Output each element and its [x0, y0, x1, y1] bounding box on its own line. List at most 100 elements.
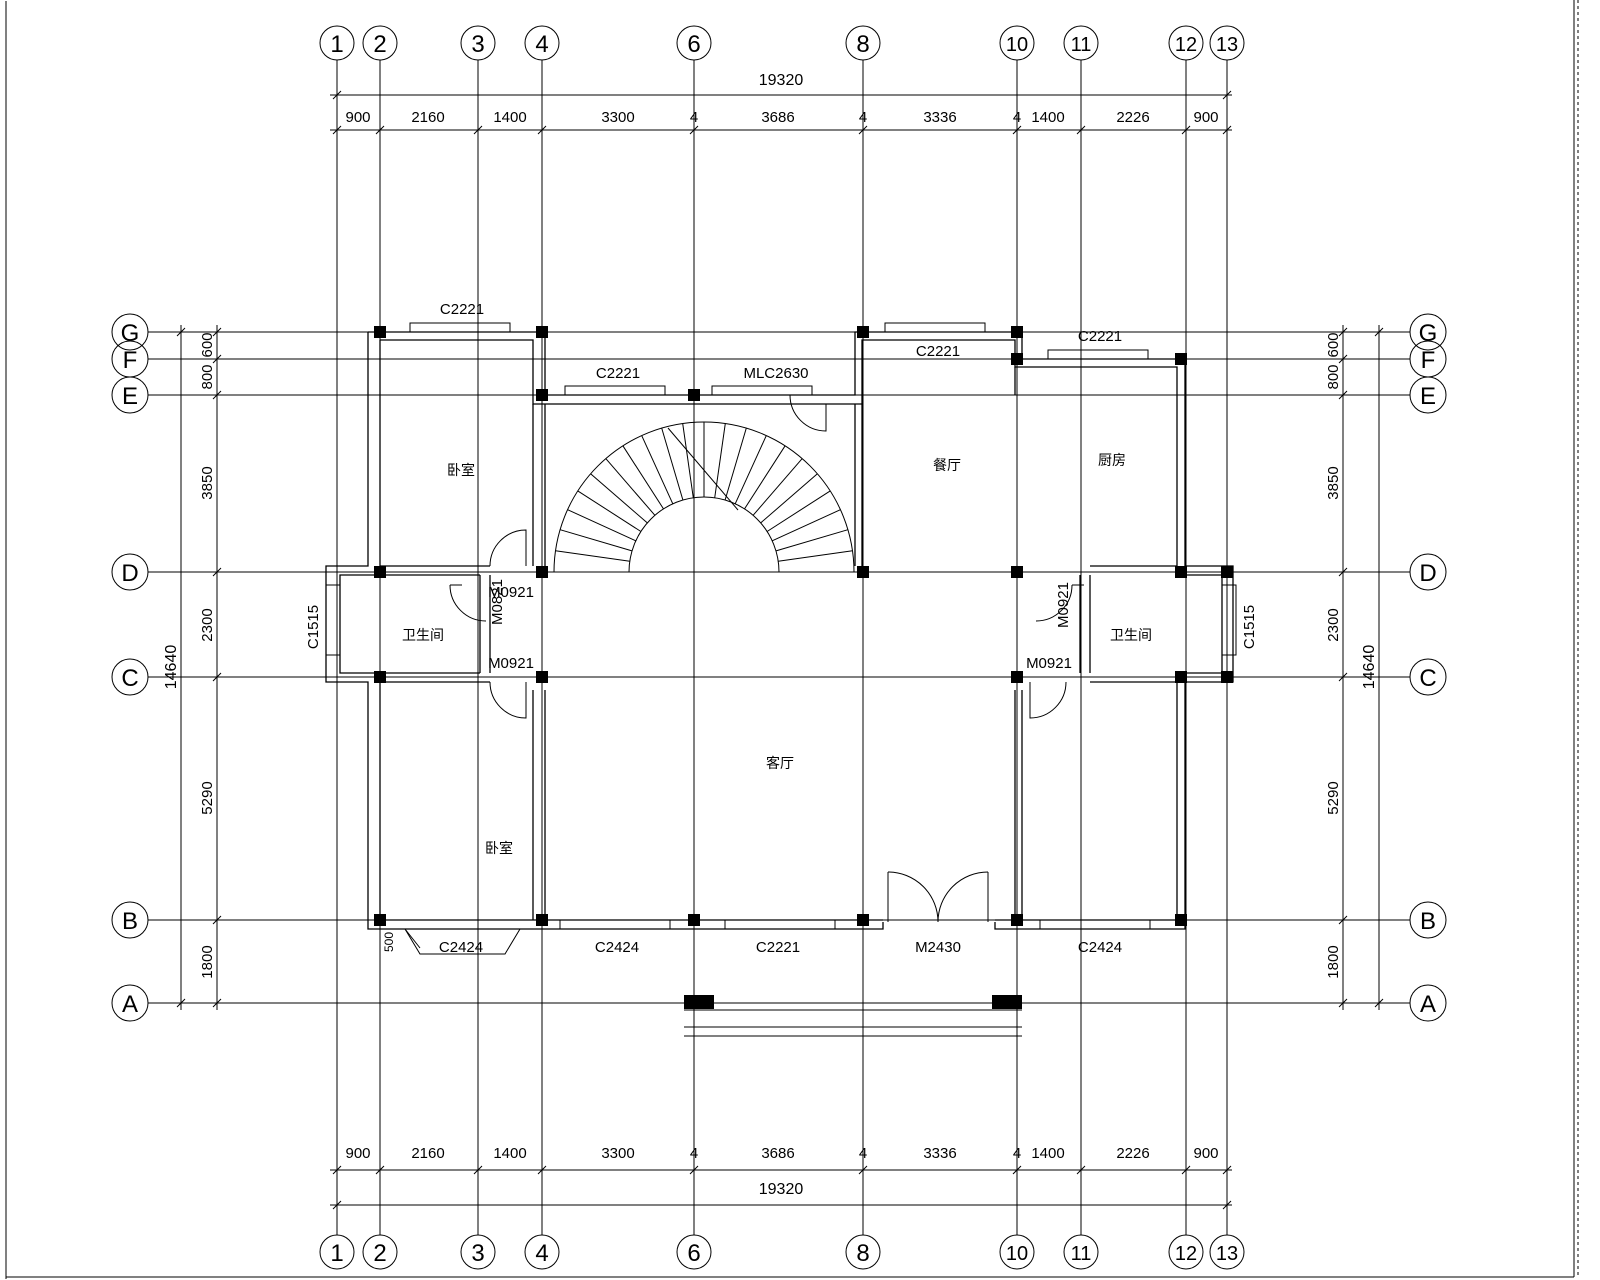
label-door-e: MLC2630 — [743, 365, 808, 382]
dim-top-1: 2160 — [411, 109, 444, 126]
dim-left-2: 3850 — [199, 466, 216, 499]
stair-tread-10 — [682, 423, 694, 498]
dim-left-1: 800 — [199, 364, 216, 389]
label-win-b4: C2424 — [1078, 939, 1122, 956]
column-7 — [688, 389, 700, 401]
dim-vtick-1-3 — [1338, 567, 1348, 577]
axis-label-D-left: D — [121, 560, 138, 587]
label-win-b2: C2424 — [595, 939, 639, 956]
dim-overall-tick-0-0 — [332, 90, 342, 100]
stair-tread-19 — [771, 509, 841, 542]
axis-label-G-right: G — [1419, 320, 1438, 347]
axis-label-11-bottom: 11 — [1071, 1243, 1092, 1265]
dim-tick-0-1 — [375, 125, 385, 135]
axis-label-3-bottom: 3 — [471, 1240, 484, 1267]
label-win-f-right: C2221 — [1078, 328, 1122, 345]
axis-label-8-bottom: 8 — [856, 1240, 869, 1267]
dim-vtick-0-3 — [212, 567, 222, 577]
dim-overall-tick-0-1 — [1222, 90, 1232, 100]
axis-bubbles-bottom: 1 2 3 4 6 8 10 11 12 13 — [319, 1234, 1245, 1270]
column-0 — [374, 326, 386, 338]
axis-bubbles-right: G F E D C B A — [1409, 313, 1447, 1022]
dim-bot-7: 3336 — [923, 1145, 956, 1162]
dim-vtick-1-4 — [1338, 672, 1348, 682]
dimension-texts-top: 19320 900 2160 1400 3300 4 3686 4 3336 4… — [345, 72, 1218, 126]
dimension-texts-bottom: 900 2160 1400 3300 4 3686 4 3336 4 1400 … — [345, 1145, 1218, 1198]
dim-overall-tick-1-0 — [332, 1200, 342, 1210]
axis-label-4-bottom: 4 — [535, 1240, 548, 1267]
axis-label-C-right: C — [1419, 665, 1436, 692]
axis-label-2-bottom: 2 — [373, 1240, 386, 1267]
axis-bubbles-top: 1 2 3 4 6 8 10 11 12 13 — [319, 25, 1245, 61]
dim-top-0: 900 — [345, 109, 370, 126]
dim-overall-vtick-0-1 — [176, 998, 186, 1008]
dimension-texts-right: 600 800 3850 2300 5290 1800 14640 — [1325, 332, 1378, 978]
dim-tick-0-0 — [332, 125, 342, 135]
dim-bot-0: 900 — [345, 1145, 370, 1162]
dim-vtick-0-1 — [212, 354, 222, 364]
axis-label-13-top: 13 — [1216, 34, 1238, 56]
columns — [374, 326, 1233, 926]
axis-label-F-left: F — [123, 347, 138, 374]
axis-label-12-top: 12 — [1175, 34, 1197, 56]
column-3 — [1011, 326, 1023, 338]
dim-tick-0-8 — [1181, 125, 1191, 135]
stair-tread-9 — [661, 427, 684, 501]
label-door-bath-left-bottom: M0921 — [488, 655, 534, 672]
room-bedroom-bottom: 卧室 — [485, 840, 513, 856]
dim-vtick-0-0 — [212, 327, 222, 337]
dim-tick-0-7 — [1076, 125, 1086, 135]
column-2 — [857, 326, 869, 338]
dim-top-11: 900 — [1193, 109, 1218, 126]
label-door-bath-left-top: M0921 — [488, 584, 534, 601]
stair-tread-7 — [622, 445, 664, 510]
dim-right-1: 800 — [1325, 364, 1342, 389]
spiral-stair — [553, 421, 855, 573]
grid-lines — [148, 60, 1410, 1235]
column-24 — [1175, 914, 1187, 926]
dim-top-5: 3686 — [761, 109, 794, 126]
dim-right-4: 5290 — [1325, 781, 1342, 814]
stair-tread-16 — [752, 458, 803, 516]
dim-right-3: 2300 — [1325, 608, 1342, 641]
dim-tick-0-9 — [1222, 125, 1232, 135]
dim-bot-9: 1400 — [1031, 1145, 1064, 1162]
column-20 — [536, 914, 548, 926]
axis-label-3-top: 3 — [471, 31, 484, 58]
dimension-texts-left: 600 800 3850 2300 5290 1800 14640 — [163, 332, 216, 978]
label-door-main: M2430 — [915, 939, 961, 956]
axis-label-D-right: D — [1419, 560, 1436, 587]
column-19 — [374, 914, 386, 926]
label-win-g-left: C2221 — [440, 301, 484, 318]
axis-label-B-left: B — [122, 908, 138, 935]
dim-tick-0-6 — [1012, 125, 1022, 135]
column-23 — [1011, 914, 1023, 926]
axis-label-1-bottom: 1 — [330, 1240, 343, 1267]
dim-tick-1-3 — [537, 1165, 547, 1175]
stair-tread-12 — [714, 423, 726, 498]
dim-tick-1-1 — [375, 1165, 385, 1175]
walls — [325, 322, 1237, 1037]
column-18 — [1221, 671, 1233, 683]
stair-tread-6 — [605, 458, 656, 516]
axis-label-10-bottom: 10 — [1006, 1243, 1028, 1265]
dim-top-6: 4 — [859, 109, 867, 126]
stair-tread-14 — [734, 435, 767, 505]
dim-top-7: 3336 — [923, 109, 956, 126]
column-14 — [374, 671, 386, 683]
stair-tread-8 — [641, 435, 674, 505]
dim-top-2: 1400 — [493, 109, 526, 126]
column-5 — [1175, 353, 1187, 365]
dim-vtick-1-0 — [1338, 327, 1348, 337]
dim-bot-1: 2160 — [411, 1145, 444, 1162]
label-win-e: C2221 — [596, 365, 640, 382]
dim-bot-3: 3300 — [601, 1145, 634, 1162]
dim-right-0: 600 — [1325, 332, 1342, 357]
opening-labels: C2221 C2221 MLC2630 C2221 C2221 C1515 C1… — [305, 301, 1258, 956]
dim-overall-width-top: 19320 — [759, 72, 804, 89]
label-door-bath-right-vert: M0921 — [1055, 582, 1072, 628]
dim-left-4: 5290 — [199, 781, 216, 814]
dim-tick-1-5 — [858, 1165, 868, 1175]
dim-tick-1-7 — [1076, 1165, 1086, 1175]
